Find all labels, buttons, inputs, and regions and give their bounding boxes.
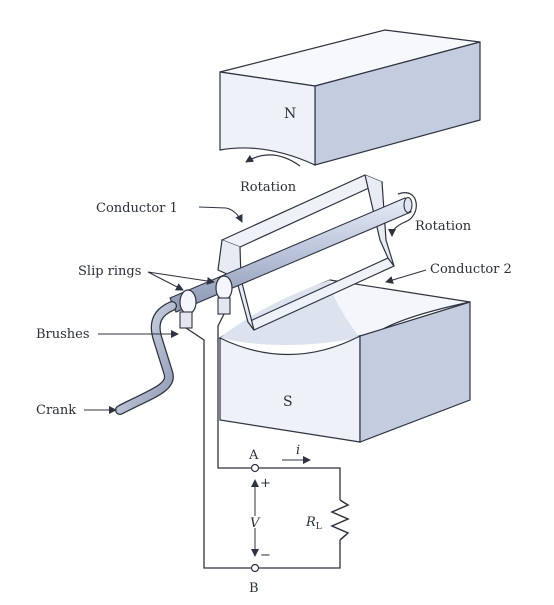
conductor-loop [217,174,395,331]
resistor-label-sub: L [316,522,322,532]
conductor-1-label: Conductor 1 [96,201,178,216]
terminal-a [250,463,260,473]
rotation-label-right: Rotation [415,219,472,234]
brush-2 [217,297,231,315]
brush-1 [179,311,193,329]
conductor-1-leader [198,206,243,223]
resistor-label-main: R [305,515,316,530]
slip-ring-2 [215,275,233,301]
minus-sign: − [260,548,271,563]
crank-label: Crank [36,403,76,418]
wire-b [185,327,341,569]
rotation-arrow-top [245,154,301,167]
slip-ring-1 [179,289,197,315]
rotation-arrow-right [388,192,417,237]
south-magnet-side [359,301,471,443]
north-pole-letter: N [284,106,296,122]
resistor-label: RL [305,515,322,532]
shaft-end [403,196,413,214]
slip-rings-leader-2 [147,271,215,285]
wire-a [217,313,341,500]
plus-sign: + [260,476,271,491]
slip-rings-label: Slip rings [78,264,141,279]
conductor-2-leader [385,269,427,284]
south-magnet-face [219,335,361,443]
conductor-2-label: Conductor 2 [430,262,512,277]
voltage-label: V [250,516,261,531]
terminal-b [250,563,260,573]
north-magnet-face [219,71,316,166]
node-a-label: A [248,448,259,463]
south-pole-letter: S [283,394,293,410]
load-resistor [330,499,350,541]
current-label: i [296,443,300,458]
north-magnet: N [219,29,481,166]
crank-highlight [116,302,176,414]
south-magnet: S [217,279,471,443]
external-circuit [185,313,350,573]
brushes-label: Brushes [36,327,90,342]
rotation-label-top: Rotation [240,180,297,195]
node-b-label: B [249,581,259,596]
slip-rings-leader-1 [147,271,184,291]
